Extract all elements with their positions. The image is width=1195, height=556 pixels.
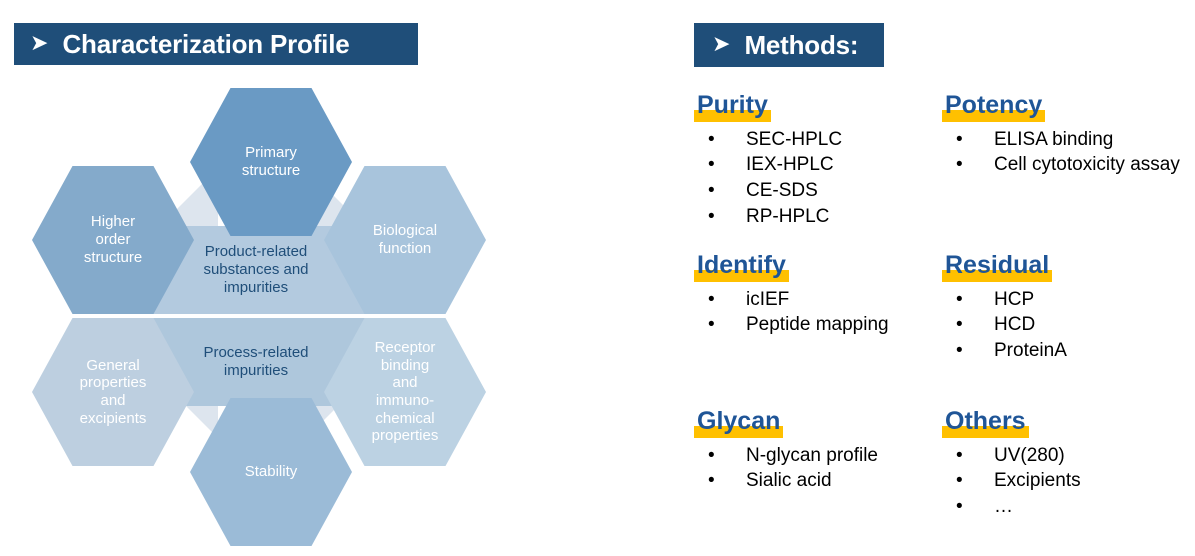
method-list-item: •… [942,495,1081,520]
hexagon-center-label: Process-related impurities [203,344,309,379]
method-group-heading-identify: Identify [694,251,789,282]
method-list-item-label: Sialic acid [746,470,832,492]
method-group-heading-purity: Purity [694,91,771,122]
arrow-bullet-icon: ➤ [30,30,49,55]
method-group-heading-glycan: Glycan [694,407,784,438]
method-group-heading-others: Others [942,407,1029,438]
method-list-item: • Sialic acid [694,469,878,494]
method-list-item: • CE-SDS [694,179,842,204]
bullet-icon: • [708,314,715,336]
hexagon-label: Stability [244,463,298,481]
method-group-residual: Residual • HCP • HCD • ProteinA [942,251,1067,365]
characterization-profile-title-bar: ➤ Characterization Profile [14,23,418,65]
method-list-item: • ProteinA [942,339,1067,364]
method-list-item-label: UV(280) [994,444,1065,466]
hexagon-label: Receptor binding and immuno- chemical pr… [371,338,439,445]
method-list-item-label: RP-HPLC [746,205,830,227]
bullet-icon: • [956,495,963,517]
method-list-item: • icIEF [694,288,889,313]
method-list-item: • IEX-HPLC [694,153,842,178]
method-list-item: • ELISA binding [942,128,1180,153]
method-list-item-label: Excipients [994,470,1081,492]
bullet-icon: • [708,288,715,310]
method-list-item: • UV(280) [942,444,1081,469]
heading-text: Glycan [697,407,781,435]
bullet-icon: • [708,179,715,201]
method-list-item: • Peptide mapping [694,313,889,338]
heading-text: Identify [697,251,786,279]
method-group-glycan: Glycan • N-glycan profile • Sialic acid [694,407,878,495]
method-list-item: • N-glycan profile [694,444,878,469]
method-group-identify: Identify • icIEF • Peptide mapping [694,251,889,339]
bullet-icon: • [956,314,963,336]
method-list-item: • HCP [942,288,1067,313]
method-group-potency: Potency • ELISA binding • Cell cytotoxicity … [942,91,1180,179]
hexagon-center-label: Product-related substances and impuritie… [203,243,309,296]
characterization-profile-title: Characterization Profile [62,28,350,59]
method-list-item: • RP-HPLC [694,205,842,230]
method-list-item-label: ELISA binding [994,128,1114,150]
method-list-item-label: HCD [994,314,1036,336]
method-list-item-label: Peptide mapping [746,314,889,336]
method-list-residual: • HCP • HCD • ProteinA [942,288,1067,364]
hexagon-label: Primary structure [241,144,301,179]
method-list-item-label: ProteinA [994,339,1067,361]
methods-title-bar: ➤ Methods: [694,23,884,67]
method-list-purity: • SEC-HPLC • IEX-HPLC • CE-SDS • RP-HPLC [694,128,842,230]
method-group-others: Others•UV(280)•Excipients•… [942,407,1081,521]
method-list-item-label: CE-SDS [746,179,818,201]
hexagon-label: Biological function [372,222,438,257]
hexagon-label: Higher order structure [83,213,143,266]
bullet-icon: • [708,205,715,227]
method-list-item-label: SEC-HPLC [746,128,843,150]
hexagon-label: General properties and excipients [79,356,147,427]
bullet-icon: • [956,288,963,310]
heading-text: Others [945,407,1026,435]
method-list-item: • Excipients [942,469,1081,494]
method-list-item-label: HCP [994,288,1035,310]
heading-text: Purity [697,91,768,119]
bullet-icon: • [708,154,715,176]
characterization-hexagon-diagram: Product-related substances and impuritie… [22,86,492,552]
heading-text: Potency [945,91,1043,119]
method-list-identify: • icIEF • Peptide mapping [694,288,889,338]
bullet-icon: • [708,470,715,492]
bullet-icon: • [956,470,963,492]
bullet-icon: • [708,444,715,466]
method-list-item-label: … [994,495,1013,517]
method-group-heading-residual: Residual [942,251,1053,282]
method-list-item-label: Cell cytotoxicity assay [994,154,1180,176]
methods-title: Methods: [744,29,859,60]
method-list-item-label: IEX-HPLC [746,154,834,176]
bullet-icon: • [956,128,963,150]
method-list-item-label: N-glycan profile [746,444,878,466]
method-list-item: • Cell cytotoxicity assay [942,153,1180,178]
bullet-icon: • [956,339,963,361]
method-list-glycan: • N-glycan profile • Sialic acid [694,444,878,494]
method-list-item: • HCD [942,313,1067,338]
method-group-heading-potency: Potency [942,91,1046,122]
method-group-purity: Purity • SEC-HPLC • IEX-HPLC • CE-SDS • RP-HPLC [694,91,842,230]
bullet-icon: • [956,154,963,176]
bullet-icon: • [708,128,715,150]
bullet-icon: • [956,444,963,466]
method-list-potency: • ELISA binding • Cell cytotoxicity assay [942,128,1180,178]
arrow-bullet-icon: ➤ [712,31,731,56]
method-list-item: • SEC-HPLC [694,128,842,153]
method-list-others: •UV(280)•Excipients•… [942,444,1081,520]
method-list-item-label: icIEF [746,288,790,310]
heading-text: Residual [945,251,1050,279]
